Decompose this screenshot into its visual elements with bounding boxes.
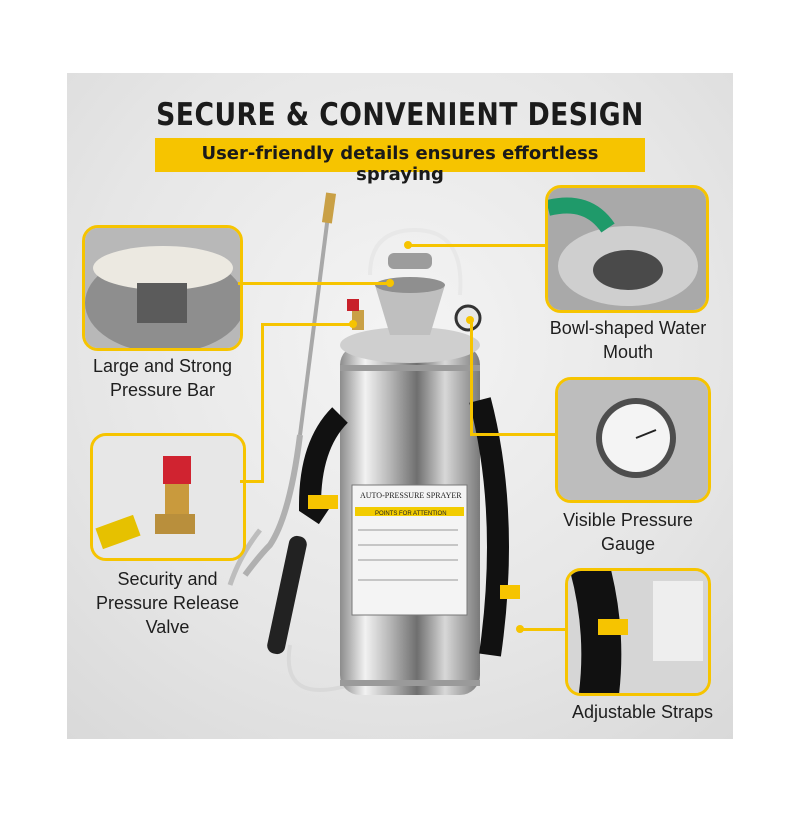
connector-dot [404,241,412,249]
gauge-label: Visible Pressure Gauge [563,510,693,554]
connector-line [470,433,555,436]
connector-dot [466,316,474,324]
sprayer-illustration: AUTO-PRESSURE SPRAYER POINTS FOR ATTENTI… [227,192,520,695]
gauge-image [558,380,708,500]
connector-line [261,323,353,326]
connector-line [470,320,473,434]
connector-dot [386,279,394,287]
pressure-bar-label: Large and Strong Pressure Bar [92,356,233,400]
page-subtitle: User-friendly details ensures effortless… [201,143,599,185]
connector-line [240,480,262,483]
straps-image [568,571,708,693]
straps-label: Adjustable Straps [571,702,714,722]
page-title: SECURE & CONVENIENT DESIGN [156,97,644,133]
connector-line [408,244,546,247]
straps-inset [565,568,711,696]
pressure-bar-image [85,228,240,348]
tank-brand-text: AUTO-PRESSURE SPRAYER [360,491,462,500]
pressure-bar-inset [82,225,243,351]
subtitle-highlight [155,138,645,172]
tank-warning-text: POINTS FOR ATTENTION [375,511,447,517]
gauge-inset [555,377,711,503]
water-mouth-inset [545,185,709,313]
release-valve-label: Security and Pressure Release Valve [95,569,240,637]
connector-dot [516,625,524,633]
connector-line [238,282,390,285]
release-valve-image [93,436,243,558]
water-mouth-label: Bowl-shaped Water Mouth [549,318,707,362]
connector-dot [349,320,357,328]
water-mouth-image [548,188,706,310]
connector-line [520,628,565,631]
release-valve-inset [90,433,246,561]
connector-line [261,323,264,483]
